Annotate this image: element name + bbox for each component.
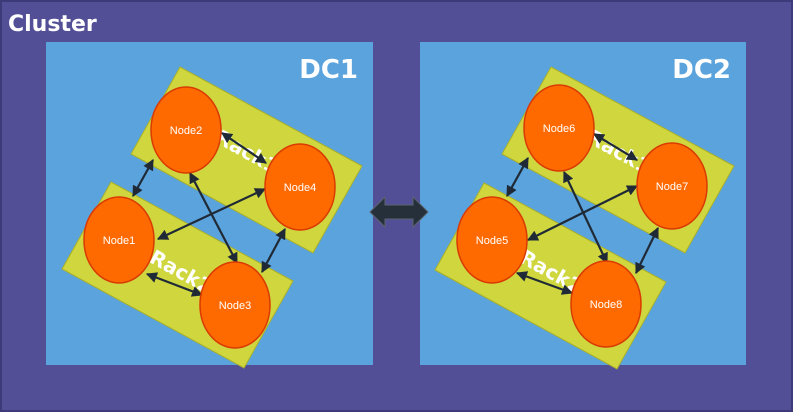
link-node5-node8 [515, 271, 574, 295]
dc2-title: DC2 [672, 55, 731, 85]
dc-link-double-arrow-icon [369, 195, 429, 229]
node-node7-shape [636, 142, 708, 230]
node-node6-label: Node6 [543, 123, 575, 135]
node-node1-label: Node1 [103, 235, 135, 247]
node-node7-label: Node7 [656, 181, 688, 193]
datacenter-dc1: DC1 Rack1 Rack2 Node2 Node4 Node1 [46, 42, 373, 369]
node-node2: Node2 [150, 86, 222, 174]
node-node3: Node3 [199, 261, 271, 349]
node-node3-shape [199, 261, 271, 349]
link-node4-node1 [157, 188, 266, 240]
node-node4-shape [264, 143, 336, 231]
node-node8-shape [570, 260, 642, 348]
link-node2-node4 [221, 132, 267, 164]
node-node5: Node5 [456, 196, 528, 284]
cluster-title: Cluster [8, 12, 97, 37]
node-node6-shape [523, 84, 595, 172]
link-node2-node1 [132, 159, 154, 197]
node-node2-shape [150, 86, 222, 174]
link-node1-node3 [145, 272, 204, 297]
node-node8: Node8 [570, 260, 642, 348]
link-node7-node5 [527, 185, 638, 241]
node-node2-label: Node2 [170, 125, 202, 137]
dc2-connections [506, 133, 659, 295]
node-node3-label: Node3 [219, 300, 251, 312]
node-node6: Node6 [523, 84, 595, 172]
dc1-connections [132, 132, 286, 297]
node-node7: Node7 [636, 142, 708, 230]
node-node4-label: Node4 [284, 182, 316, 194]
datacenter-dc2: DC2 Rack1 Rack2 Node6 Node7 Node5 [420, 42, 746, 370]
node-node1: Node1 [83, 196, 155, 284]
dc1-title: DC1 [299, 55, 358, 85]
node-node5-shape [456, 196, 528, 284]
node-node4: Node4 [264, 143, 336, 231]
link-node4-node3 [261, 228, 286, 273]
link-node6-node7 [593, 133, 638, 161]
link-node6-node5 [506, 157, 529, 197]
node-node8-label: Node8 [590, 299, 622, 311]
node-node1-shape [83, 196, 155, 284]
node-node5-label: Node5 [476, 235, 508, 247]
link-node7-node8 [635, 227, 659, 274]
